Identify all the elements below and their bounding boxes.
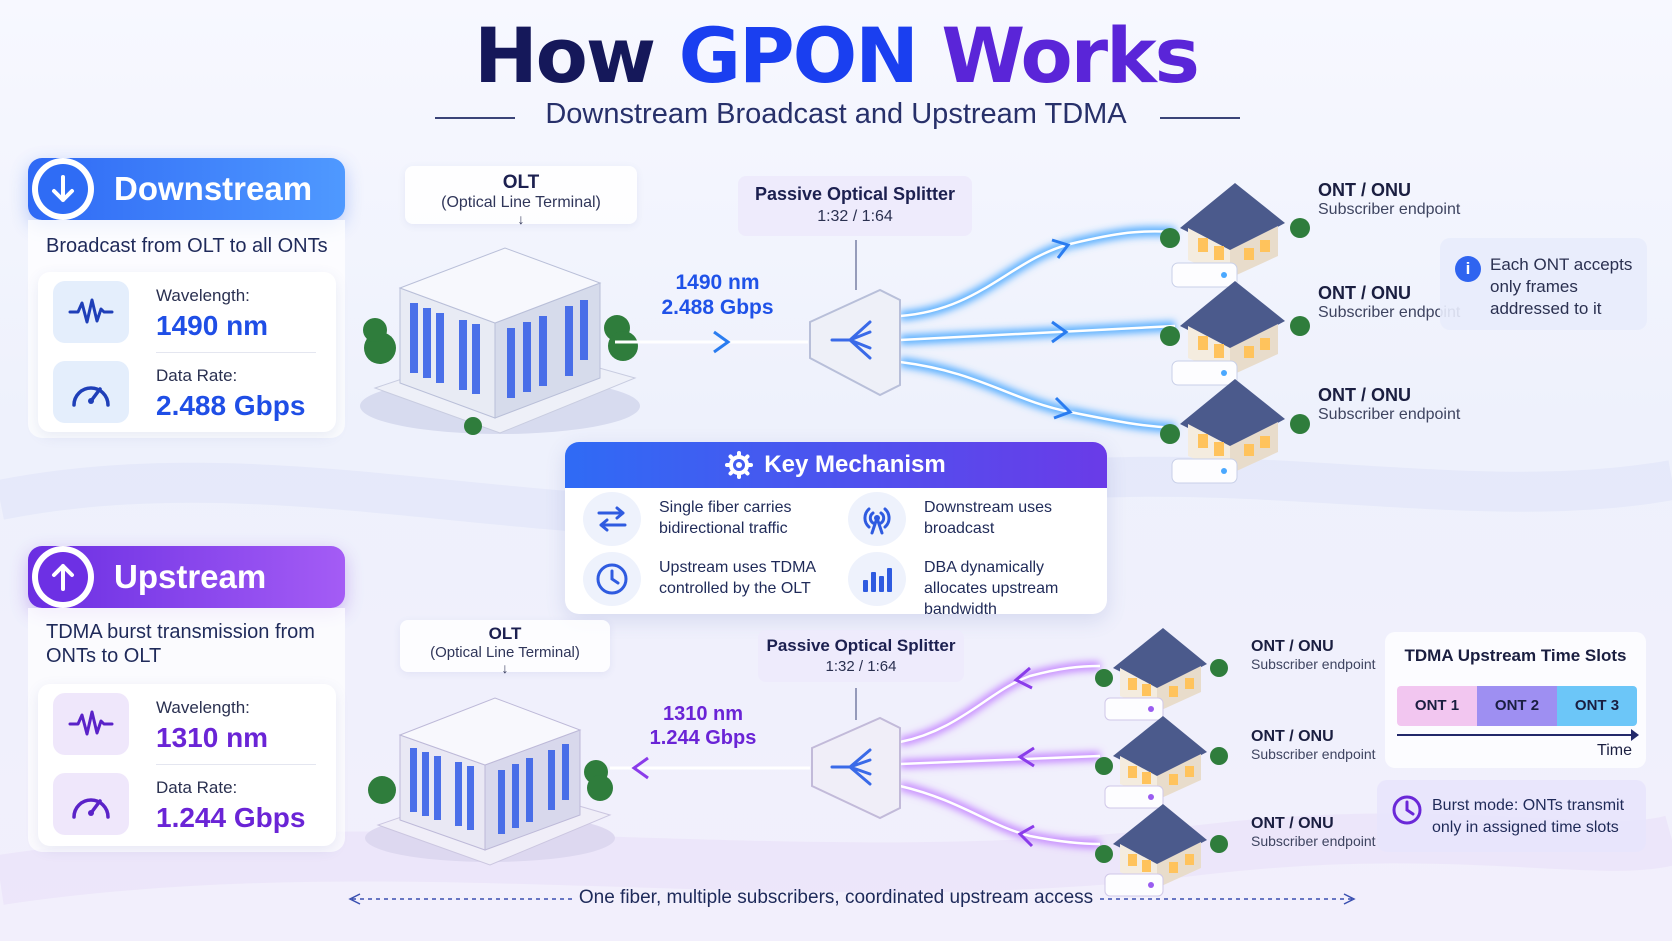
upstream-description: TDMA burst transmission from ONTs to OLT [46,621,315,667]
downstream-ont-2: ONT / ONU Subscriber endpoint [1318,283,1461,321]
upstream-title: Upstream [114,558,267,595]
downstream-wavelength-row: Wavelength: 1490 nm [38,272,336,353]
upstream-olt-label: OLT (Optical Line Terminal) ↓ [400,620,610,675]
rate-label: Data Rate: [156,366,238,385]
upstream-panel: TDMA burst transmission from ONTs to OLT… [28,608,345,852]
wavelength-label: Wavelength: [156,698,250,717]
upstream-houses [1094,628,1229,897]
info-icon: i [1455,256,1481,282]
bar-chart-icon [848,552,906,606]
wavelength-label: Wavelength: [156,286,250,305]
slot-ont-3: ONT 3 [1557,686,1637,726]
mechanism-item-tdma: Upstream uses TDMA controlled by the OLT [565,552,825,608]
downstream-title: Downstream [114,170,313,207]
downstream-olt-label: OLT (Optical Line Terminal) ↓ [405,166,637,226]
upstream-ont-3: ONT / ONU Subscriber endpoint [1251,815,1376,849]
clock-icon [1392,795,1422,825]
upstream-rate-row: Data Rate: 1.244 Gbps [38,764,336,844]
downstream-rate-row: Data Rate: 2.488 Gbps [38,352,336,432]
upstream-header: Upstream [28,546,345,608]
subtitle-line-left [435,117,515,119]
mechanism-item-dba: DBA dynamically allocates upstream bandw… [830,552,1090,618]
upstream-wavelength-row: Wavelength: 1310 nm [38,684,336,765]
downstream-olt-building [360,247,640,435]
rate-value: 1.244 Gbps [156,802,306,833]
bidirectional-arrows-icon [583,492,641,546]
downstream-ont-1: ONT / ONU Subscriber endpoint [1318,180,1461,218]
upstream-link-rate: 1310 nm 1.244 Gbps [649,703,757,749]
footer-caption: One fiber, multiple subscribers, coordin… [578,887,1094,908]
key-mechanism-header: Key Mechanism [565,442,1107,488]
upstream-olt-building [365,697,615,866]
downstream-houses [1159,183,1311,484]
subtitle: Downstream Broadcast and Upstream TDMA [545,98,1127,130]
waveform-icon [53,693,129,755]
upstream-splitter-label: Passive Optical Splitter 1:32 / 1:64 [758,630,964,682]
clock-icon [583,552,641,606]
slot-ont-2: ONT 2 [1477,686,1557,726]
gear-icon [725,451,754,479]
downstream-header: Downstream [28,158,345,220]
tdma-time-slots-panel: TDMA Upstream Time Slots ONT 1 ONT 2 ONT… [1385,632,1646,768]
upstream-ont-2: ONT / ONU Subscriber endpoint [1251,728,1376,762]
arrow-down-icon [38,164,88,214]
broadcast-antenna-icon [848,492,906,546]
time-label: Time [1597,742,1632,759]
downstream-ont-3: ONT / ONU Subscriber endpoint [1318,385,1461,423]
downstream-description: Broadcast from OLT to all ONTs [46,235,328,257]
tdma-title: TDMA Upstream Time Slots [1404,646,1627,665]
splitter-icon [830,320,872,360]
wavelength-value: 1310 nm [156,722,269,753]
time-axis [1397,734,1635,736]
divider [156,352,316,353]
splitter-icon [830,748,872,786]
arrow-up-icon [38,552,88,602]
subtitle-line-right [1160,117,1240,119]
wavelength-value: 1490 nm [156,310,269,341]
time-arrow-icon [1631,729,1639,741]
downstream-stats: Wavelength: 1490 nm Data Rate: 2.488 Gbp… [38,272,336,432]
ont-filter-info-card: i Each ONT accepts only frames addressed… [1440,238,1647,330]
speedometer-icon [53,361,129,423]
downstream-panel: Broadcast from OLT to all ONTs Wavelengt… [28,220,345,438]
slot-ont-1: ONT 1 [1397,686,1477,726]
divider [156,764,316,765]
mechanism-item-broadcast: Downstream uses broadcast [830,492,1090,548]
upstream-ont-1: ONT / ONU Subscriber endpoint [1251,638,1376,672]
speedometer-icon [53,773,129,835]
rate-value: 2.488 Gbps [156,390,306,421]
mechanism-item-bidirectional: Single fiber carries bidirectional traff… [565,492,825,548]
page-title: How GPON Works [474,11,1200,100]
burst-mode-card: Burst mode: ONTs transmit only in assign… [1377,780,1646,852]
upstream-stats: Wavelength: 1310 nm Data Rate: 1.244 Gbp… [38,684,336,846]
downstream-link-rate: 1490 nm 2.488 Gbps [661,271,774,320]
rate-label: Data Rate: [156,778,238,797]
key-mechanism-panel: Key Mechanism Single fiber carries bidir… [565,442,1107,618]
downstream-splitter-label: Passive Optical Splitter 1:32 / 1:64 [738,176,972,236]
waveform-icon [53,281,129,343]
